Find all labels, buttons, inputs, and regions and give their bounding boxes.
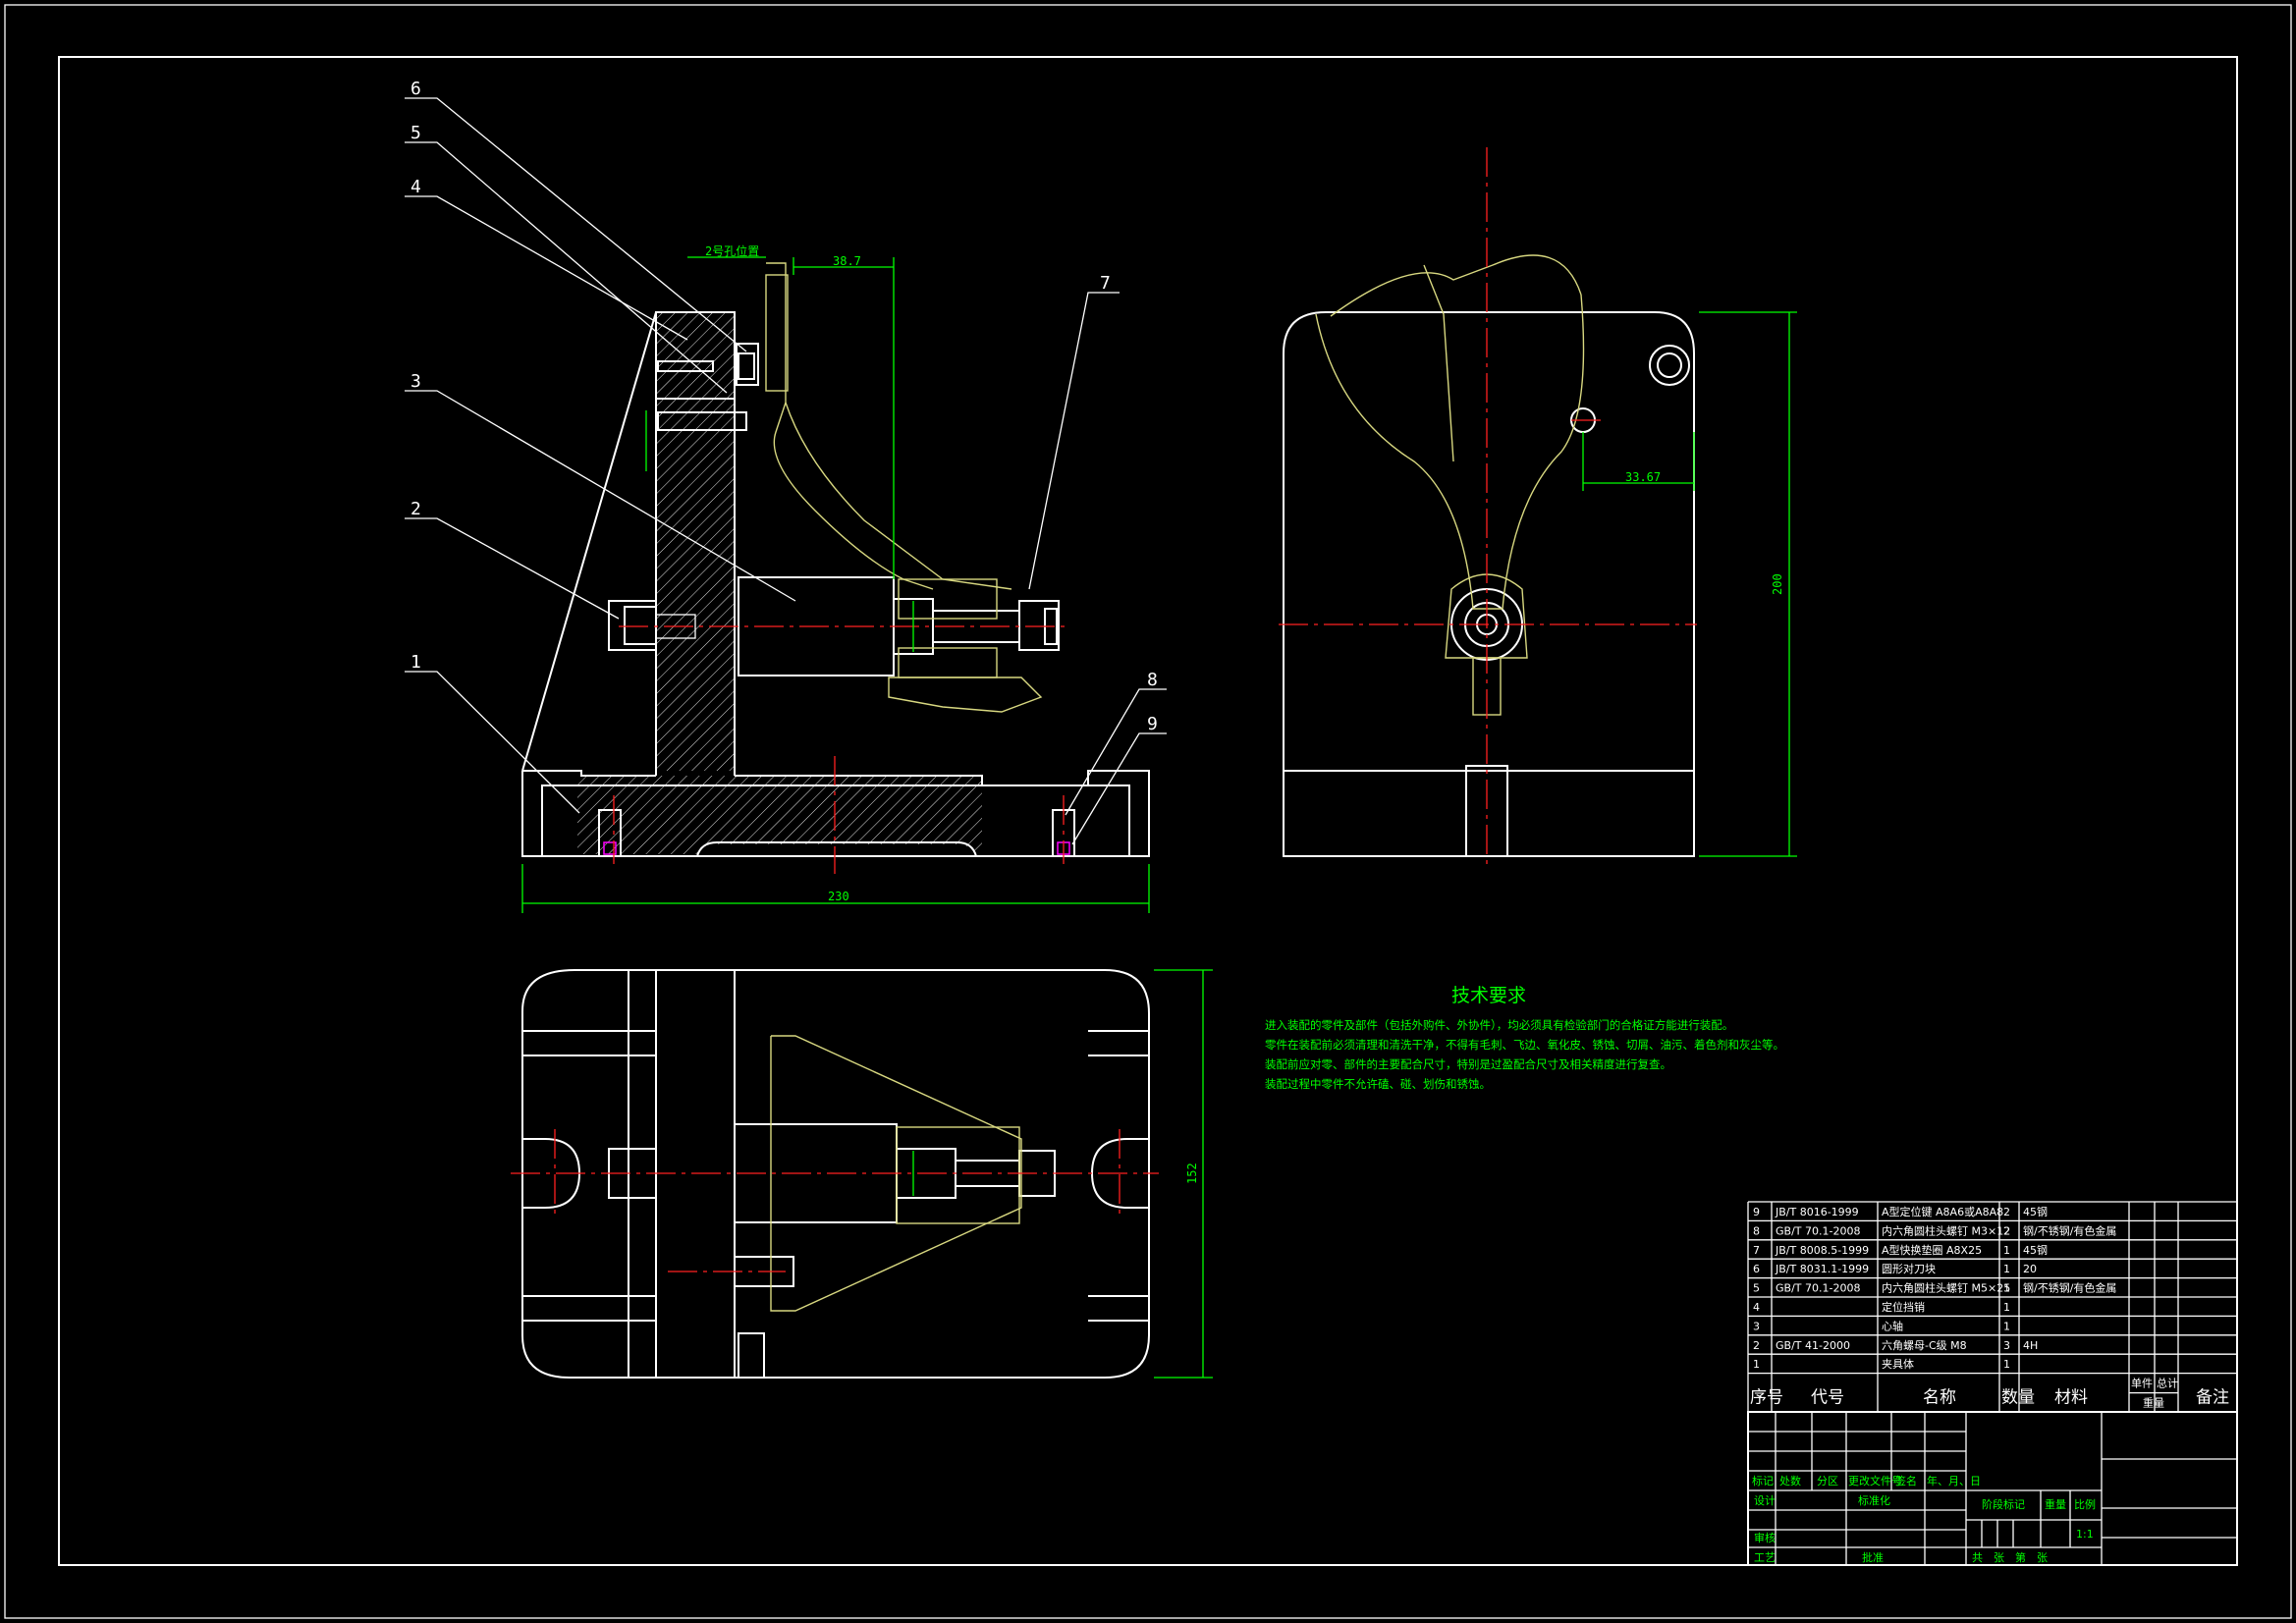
bom-row-code: GB/T 70.1-2008 [1776,1224,1860,1237]
dim-front-hole-spacing: 2号孔位置 [705,243,759,258]
bom-row-no: 7 [1753,1244,1760,1257]
bom-row-code: GB/T 70.1-2008 [1776,1282,1860,1295]
dim-front-width: 230 [828,890,849,903]
tech-line-2: 零件在装配前必须清理和清洗干净，不得有毛刺、飞边、氧化皮、锈蚀、切屑、油污、着色… [1265,1038,1784,1052]
bom-row-name: 圆形对刀块 [1882,1262,1936,1275]
bom-row-no: 1 [1753,1358,1760,1371]
bom-row-qty: 1 [2003,1244,2010,1257]
bom-row-material: 45钢 [2023,1206,2048,1218]
bom-row-material: 钢/不锈钢/有色金属 [2023,1223,2116,1237]
tb-stage-mark: 阶段标记 [1982,1497,2025,1511]
tb-rev-sign: 签名 [1895,1474,1917,1488]
drawing-frame [58,56,2238,1566]
bom-row-qty: 1 [2003,1358,2010,1371]
tb-rev-zone: 分区 [1817,1475,1838,1488]
top-view: 152 [511,969,1213,1379]
bom-row-code: JB/T 8016-1999 [1775,1206,1859,1218]
tb-rev-doc: 更改文件号 [1848,1474,1902,1488]
bom-row-material: 45钢 [2023,1244,2048,1257]
dim-side-offset: 33.67 [1625,470,1661,484]
bom-header-material: 材料 [2054,1388,2088,1408]
bom-row-material: 4H [2023,1339,2038,1352]
bom-row-name: 六角螺母-C级 M8 [1882,1339,1967,1352]
bom-row-name: A型定位键 A8A6或A8A8 [1882,1205,2003,1218]
front-view: 230 38.7 2号孔位置 6 5 4 3 2 1 7 8 9 [405,79,1167,913]
bom-row-qty: 2 [2003,1206,2010,1218]
balloon-9: 9 [1147,714,1158,734]
tb-scale-value: 1:1 [2076,1528,2094,1541]
bom-header-unit: 单件 [2131,1378,2153,1390]
tb-rev-date: 年、月、日 [1927,1474,1981,1488]
tb-process: 工艺 [1754,1551,1776,1564]
bom-row-no: 4 [1753,1301,1760,1314]
bom-header-weight: 重量 [2143,1396,2164,1410]
bom-header-name: 名称 [1923,1388,1956,1408]
bom-row-no: 5 [1753,1282,1760,1295]
side-view: 200 33.67 [1279,147,1797,864]
tb-scale: 比例 [2074,1497,2096,1511]
dim-side-height: 200 [1771,573,1784,595]
balloon-5: 5 [410,123,421,143]
bom-row-no: 6 [1753,1263,1760,1275]
balloon-6: 6 [410,79,421,99]
outer-border [4,4,2292,1619]
bom-row-name: 内六角圆柱头螺钉 M3×12 [1882,1223,2010,1237]
balloon-8: 8 [1147,670,1158,690]
tb-design: 设计 [1754,1494,1776,1507]
bom-header-remark: 备注 [2196,1388,2229,1408]
tb-weight: 重量 [2045,1497,2066,1511]
bom-row-name: 夹具体 [1882,1357,1914,1371]
bom-row-code: JB/T 8008.5-1999 [1775,1244,1869,1257]
bom-row-name: 定位挡销 [1882,1300,1925,1314]
bom-row-no: 8 [1753,1224,1760,1237]
bom-row-no: 2 [1753,1339,1760,1352]
bom-row-material: 钢/不锈钢/有色金属 [2023,1281,2116,1295]
tb-rev-mark: 标记 [1752,1474,1774,1488]
tb-sheets: 共 张 第 张 [1972,1550,2048,1564]
bom-row-material: 20 [2023,1263,2037,1275]
bom-row-no: 9 [1753,1206,1760,1218]
tech-line-4: 装配过程中零件不允许磕、碰、划伤和锈蚀。 [1265,1077,1491,1091]
tech-title: 技术要求 [1451,985,1526,1006]
bom-row-name: 内六角圆柱头螺钉 M5×25 [1882,1281,2010,1295]
tb-standardization: 标准化 [1858,1493,1890,1507]
bom-row-code: JB/T 8031.1-1999 [1775,1263,1869,1275]
bom-row-no: 3 [1753,1320,1760,1332]
fixture-body-section [577,771,982,854]
balloon-3: 3 [410,371,421,392]
bom-header-code: 代号 [1811,1388,1844,1408]
bom-row-code: GB/T 41-2000 [1776,1339,1850,1352]
bom-row-name: A型快换垫圈 A8X25 [1882,1243,1982,1257]
tb-approve: 批准 [1862,1550,1884,1564]
bom-row-qty: 3 [2003,1339,2010,1352]
bom-header-qty: 数量 [2001,1388,2035,1408]
bom-row-qty: 1 [2003,1301,2010,1314]
balloon-7: 7 [1100,273,1111,294]
tech-line-3: 装配前应对零、部件的主要配合尺寸，特别是过盈配合尺寸及相关精度进行复查。 [1265,1057,1671,1071]
dim-front-offset: 38.7 [833,254,861,268]
balloon-2: 2 [410,499,421,519]
technical-requirements: 技术要求 进入装配的零件及部件（包括外购件、外协件），均必须具有检验部门的合格证… [1265,985,1784,1091]
tb-review: 审核 [1754,1531,1776,1544]
bom-row-name: 心轴 [1882,1319,1903,1332]
balloon-4: 4 [410,177,421,197]
title-block: 标记 处数 分区 更改文件号 签名 年、月、日 设计 标准化 阶段标记 重量 比… [1747,1411,2238,1566]
bom-row-qty: 2 [2003,1224,2010,1237]
tb-rev-count: 处数 [1779,1475,1801,1488]
bom-row-qty: 1 [2003,1320,2010,1332]
balloon-1: 1 [410,652,421,673]
dim-top-height: 152 [1185,1163,1199,1184]
bom-row-qty: 1 [2003,1263,2010,1275]
bom-row-qty: 1 [2003,1282,2010,1295]
bom-header-total: 总计 [2157,1377,2178,1390]
tech-line-1: 进入装配的零件及部件（包括外购件、外协件），均必须具有检验部门的合格证方能进行装… [1265,1018,1733,1032]
bom-header-no: 序号 [1750,1388,1783,1408]
